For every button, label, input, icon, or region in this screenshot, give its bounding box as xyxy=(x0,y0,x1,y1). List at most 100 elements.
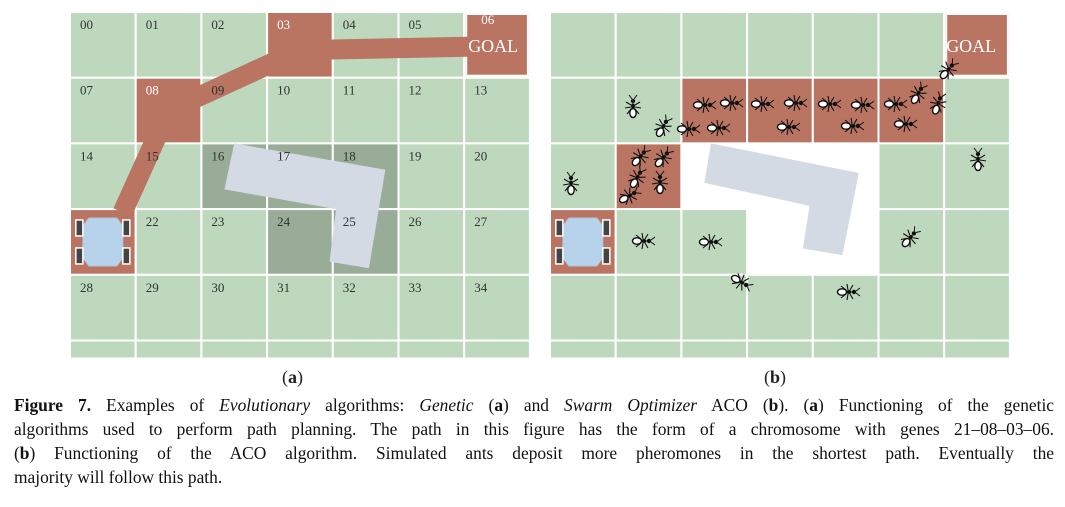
goal-frame xyxy=(945,13,1009,77)
grid-cell xyxy=(266,208,334,276)
grid-cell xyxy=(680,273,749,342)
grid-cell-partial xyxy=(614,339,683,360)
grid-cell xyxy=(680,11,749,79)
caption-line: algorithms used to perform path planning… xyxy=(14,417,1054,441)
panel-b-label: (b) xyxy=(764,367,787,387)
grid-cell xyxy=(614,76,683,145)
cell-number: 13 xyxy=(474,83,487,98)
caption-text: majority will follow this path. xyxy=(14,467,223,487)
grid-cell xyxy=(134,11,203,79)
caption-text: Swarm Optimizer xyxy=(564,395,697,415)
chromosome-path xyxy=(113,36,498,217)
caption-text: ( xyxy=(14,443,20,463)
cell-number: 06 xyxy=(481,12,495,27)
cell-number: 33 xyxy=(409,280,422,295)
grid-cell xyxy=(549,11,617,79)
cell-number: 00 xyxy=(80,17,93,32)
caption-line: Figure 7. Examples of Evolutionary algor… xyxy=(14,393,1054,417)
cell-number: 25 xyxy=(343,214,356,229)
grid-cell xyxy=(877,208,946,276)
grid-cell-partial xyxy=(549,339,617,360)
grid-cell xyxy=(463,142,531,211)
grid-cell xyxy=(549,273,617,342)
grid-cell-partial xyxy=(331,339,400,360)
grid-cell xyxy=(614,11,683,79)
figure-caption: Figure 7. Examples of Evolutionary algor… xyxy=(14,393,1054,489)
grid-cell-partial xyxy=(746,339,814,360)
caption-text: ) and xyxy=(503,395,565,415)
robot-icon xyxy=(554,212,612,272)
grid-cell xyxy=(746,76,814,145)
grid-cell xyxy=(200,208,269,276)
cell-number: 24 xyxy=(277,214,291,229)
grid-cell xyxy=(397,76,466,145)
caption-text: ) Functioning of the genetic xyxy=(818,395,1054,415)
grid-cell xyxy=(943,76,1011,145)
cell-number: 16 xyxy=(211,148,225,163)
grid-cell-partial xyxy=(463,339,531,360)
caption-text: a xyxy=(494,395,504,415)
grid-cell xyxy=(549,76,617,145)
cell-number: 01 xyxy=(146,17,159,32)
caption-line: majority will follow this path. xyxy=(14,465,1054,489)
grid-cell xyxy=(331,76,400,145)
grid-cell xyxy=(877,142,946,211)
goal-label: GOAL xyxy=(946,36,996,56)
cell-number: 03 xyxy=(277,17,290,32)
caption-line: (b) Functioning of the ACO algorithm. Si… xyxy=(14,441,1054,465)
cell-number: 19 xyxy=(409,148,422,163)
cell-number: 17 xyxy=(277,148,291,163)
grid-cell xyxy=(134,273,203,342)
grid-cell-partial xyxy=(397,339,466,360)
cell-number: 18 xyxy=(343,148,356,163)
figure-canvas: 00 01 02 03 04 05 07 08 09 10 11 12 13 14 15 16 17 18 19 20… xyxy=(69,11,1011,360)
cell-number: 08 xyxy=(146,83,159,98)
grid-cell xyxy=(69,11,137,79)
caption-text: ( xyxy=(473,395,495,415)
grid-cell-partial xyxy=(877,339,946,360)
cell-number: 11 xyxy=(343,83,356,98)
caption-text: Figure 7. xyxy=(14,395,92,415)
grid-cell xyxy=(746,273,814,342)
cell-number: 30 xyxy=(211,280,224,295)
grid-cell xyxy=(811,76,880,145)
obstacle xyxy=(224,143,386,269)
caption-text: ) Functioning of the ACO algorithm. Simu… xyxy=(29,443,1054,463)
grid-cell xyxy=(549,142,617,211)
grid-cell xyxy=(134,208,203,276)
cell-number: 28 xyxy=(80,280,93,295)
cell-number: 12 xyxy=(409,83,422,98)
grid-cell xyxy=(943,208,1011,276)
cell-number: 32 xyxy=(343,280,356,295)
cell-number: 15 xyxy=(146,148,159,163)
cell-number: 14 xyxy=(80,148,94,163)
grid-cell xyxy=(746,208,814,276)
cell-number: 10 xyxy=(277,83,290,98)
cell-number: 02 xyxy=(211,17,224,32)
cell-number: 05 xyxy=(409,17,422,32)
grid-cell xyxy=(614,273,683,342)
cell-number: 26 xyxy=(409,214,423,229)
grid-cell-partial xyxy=(266,339,334,360)
cell-number: 22 xyxy=(146,214,159,229)
grid-cell-partial xyxy=(134,339,203,360)
caption-text: b xyxy=(768,395,779,415)
caption-text: b xyxy=(19,443,30,463)
panel-a-genetic-grid: 00 01 02 03 04 05 07 08 09 10 11 12 13 14 15 16 17 18 19 20… xyxy=(69,11,531,360)
grid-cell-partial xyxy=(680,339,749,360)
caption-text: Evolutionary xyxy=(219,395,311,415)
grid-cell xyxy=(463,76,531,145)
grid-cell-partial xyxy=(943,339,1011,360)
cell-number: 31 xyxy=(277,280,290,295)
cell-number: 20 xyxy=(474,148,487,163)
grid-cell xyxy=(943,273,1011,342)
cell-number: 07 xyxy=(80,83,94,98)
grid-cell xyxy=(877,11,946,79)
caption-text: algorithms: xyxy=(310,395,420,415)
caption-text: Genetic xyxy=(419,395,474,415)
cell-number: 09 xyxy=(211,83,224,98)
caption-text: a xyxy=(809,395,818,415)
cell-number: 04 xyxy=(343,17,357,32)
cell-number: 34 xyxy=(474,280,488,295)
grid-cell xyxy=(680,76,749,145)
